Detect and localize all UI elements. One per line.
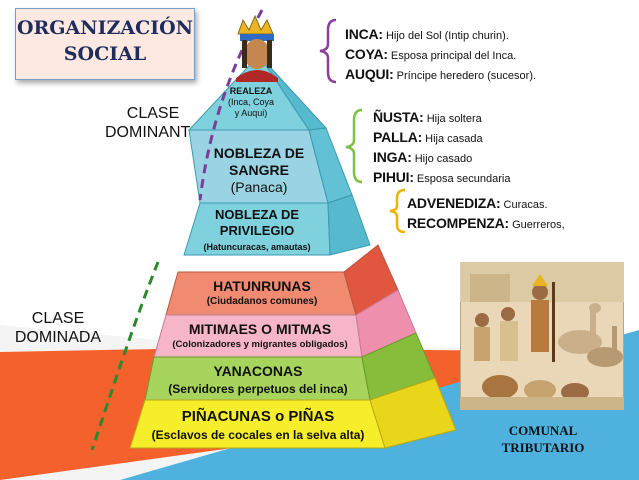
- yanaconas-title: YANACONAS: [213, 363, 303, 379]
- note-term: AUQUI:: [345, 66, 394, 82]
- hatunrunas-title: HATUNRUNAS: [213, 278, 311, 294]
- dominated-class-label: CLASE DOMINADA: [6, 309, 110, 347]
- note-desc: Hija soltera: [426, 113, 482, 125]
- nobleza-sangre-line-2: SANGRE: [229, 162, 289, 178]
- mitimaes-title: MITIMAES O MITMAS: [188, 321, 332, 337]
- mitimaes-sub: (Colonizadores y migrantes obligados): [172, 339, 348, 350]
- note-term: INCA:: [345, 26, 383, 42]
- nobleza-sangre-line-1: NOBLEZA DE: [213, 145, 305, 161]
- yanaconas-level: YANACONAS (Servidores perpetuos del inca…: [150, 362, 366, 398]
- blood-note: PALLA: Hija casada: [373, 128, 510, 148]
- note-term: PIHUI:: [373, 169, 414, 185]
- note-desc: Hijo casado: [414, 153, 473, 165]
- note-term: RECOMPENZA:: [407, 215, 510, 231]
- mitimaes-level: MITIMAES O MITMAS (Colonizadores y migra…: [160, 321, 360, 353]
- royalty-note: INCA: Hijo del Sol (Intip churin).: [345, 25, 536, 45]
- dominated-dashed-line: [90, 261, 160, 451]
- hatunrunas-level: HATUNRUNAS (Ciudadanos comunes): [180, 278, 344, 310]
- dominant-class-label: CLASE DOMINANTE: [98, 104, 208, 142]
- blood-note: ÑUSTA: Hija soltera: [373, 108, 510, 128]
- realeza-title: REALEZA: [229, 86, 273, 96]
- top-pyramid: [183, 54, 371, 256]
- royalty-bracket: [319, 18, 337, 84]
- pinacunas-level: PIÑACUNAS o PIÑAS (Esclavos de cocales e…: [135, 407, 381, 445]
- note-term: ÑUSTA:: [373, 109, 424, 125]
- note-term: INGA:: [373, 149, 412, 165]
- realeza-sub-2: y Auqui): [234, 108, 268, 118]
- comunal-tributario-label: COMUNAL TRIBUTARIO: [488, 422, 598, 456]
- privilege-bracket: [389, 188, 406, 234]
- dominant-class-line-2: DOMINANTE: [105, 124, 201, 141]
- blood-note: PIHUI: Esposa secundaria: [373, 168, 510, 188]
- note-desc: Esposa principal del Inca.: [390, 50, 517, 62]
- title-line-2: SOCIAL: [63, 43, 147, 65]
- note-term: COYA:: [345, 46, 388, 62]
- note-desc: Curacas.: [503, 199, 548, 211]
- note-desc: Hijo del Sol (Intip churin).: [385, 30, 509, 42]
- realeza-sub-1: (Inca, Coya: [227, 97, 275, 107]
- note-desc: Hija casada: [425, 133, 483, 145]
- yanaconas-sub: (Servidores perpetuos del inca): [168, 382, 348, 396]
- title-box: ORGANIZACIÓN SOCIAL: [15, 8, 195, 80]
- blood-note: INGA: Hijo casado: [373, 148, 510, 168]
- nobleza-privilegio-line-2: PRIVILEGIO: [219, 223, 295, 238]
- royalty-note: COYA: Esposa principal del Inca.: [345, 45, 536, 65]
- nobleza-privilegio-sub: (Hatuncuracas, amautas): [203, 242, 311, 252]
- blood-bracket: [345, 108, 363, 184]
- pinacunas-title: PIÑACUNAS o PIÑAS: [181, 408, 335, 425]
- note-term: ADVENEDIZA:: [407, 195, 501, 211]
- nobleza-privilegio-level: NOBLEZA DE PRIVILEGIO (Hatuncuracas, ama…: [186, 207, 328, 255]
- royalty-notes: INCA: Hijo del Sol (Intip churin). COYA:…: [345, 25, 536, 85]
- note-term: PALLA:: [373, 129, 423, 145]
- privilege-note: ADVENEDIZA: Curacas.: [407, 194, 565, 214]
- comunal-line-2: TRIBUTARIO: [501, 440, 585, 455]
- dominated-class-line-2: DOMINADA: [14, 329, 102, 346]
- note-desc: Esposa secundaria: [416, 173, 511, 185]
- title-line-1: ORGANIZACIÓN: [16, 17, 194, 39]
- nobleza-privilegio-side: [327, 194, 371, 256]
- nobleza-privilegio-line-1: NOBLEZA DE: [214, 207, 300, 222]
- commoners-illustration: [460, 262, 624, 410]
- comunal-line-1: COMUNAL: [508, 423, 578, 438]
- realeza-level: REALEZA (Inca, Coya y Auqui): [214, 86, 288, 119]
- pinacunas-side: [369, 377, 457, 449]
- note-desc: Guerreros,: [512, 219, 565, 231]
- privilege-notes: ADVENEDIZA: Curacas. RECOMPENZA: Guerrer…: [407, 194, 565, 234]
- note-desc: Príncipe heredero (sucesor).: [396, 70, 537, 82]
- blood-notes: ÑUSTA: Hija soltera PALLA: Hija casada I…: [373, 108, 510, 188]
- dominated-class-line-1: CLASE: [31, 310, 85, 327]
- nobleza-sangre-level: NOBLEZA DE SANGRE (Panaca): [198, 145, 320, 196]
- royalty-note: AUQUI: Príncipe heredero (sucesor).: [345, 65, 536, 85]
- hatunrunas-sub: (Ciudadanos comunes): [206, 296, 318, 307]
- nobleza-sangre-sub: (Panaca): [230, 179, 288, 195]
- inca-figure: [236, 14, 278, 82]
- bottom-pyramid: [129, 244, 457, 449]
- pinacunas-sub: (Esclavos de cocales en la selva alta): [151, 428, 365, 442]
- privilege-note: RECOMPENZA: Guerreros,: [407, 214, 565, 234]
- dominant-class-line-1: CLASE: [126, 105, 180, 122]
